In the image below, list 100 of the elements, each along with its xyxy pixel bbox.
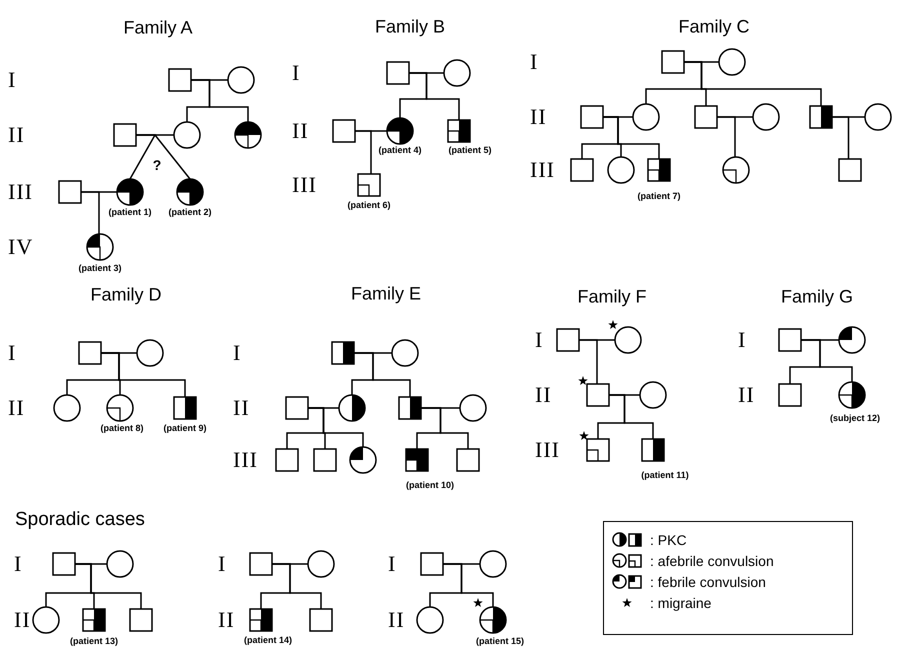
generation-numeral: II	[530, 104, 547, 130]
generation-numeral: I	[8, 340, 16, 366]
male-square	[168, 68, 192, 92]
patient-label: (patient 10)	[406, 480, 454, 490]
patient-label: (patient 9)	[164, 423, 206, 433]
female-circle	[459, 394, 487, 422]
male-square	[275, 448, 299, 472]
generation-numeral: II	[535, 382, 552, 408]
generation-numeral: III	[535, 437, 560, 463]
patient-label: (patient 5)	[448, 145, 492, 155]
pedigree-line	[409, 72, 460, 120]
male-square	[447, 119, 471, 143]
patient-label: (patient 15)	[476, 636, 524, 646]
pedigree-line	[81, 191, 100, 234]
generation-numeral: II	[388, 607, 405, 633]
female-circle	[116, 178, 144, 206]
male-square	[580, 105, 604, 129]
female-circle	[173, 121, 201, 149]
male-square	[332, 119, 356, 143]
patient-label: (patient 6)	[348, 200, 390, 210]
male-square	[694, 105, 718, 129]
pedigree-line	[579, 339, 598, 384]
female-circle	[176, 178, 204, 206]
male-square	[570, 158, 594, 182]
pedigree-line	[101, 352, 186, 397]
male-square	[357, 173, 381, 197]
pedigree-line	[443, 563, 494, 607]
pedigree-line	[717, 116, 736, 157]
female-circle	[234, 121, 262, 149]
pedigree-line	[609, 394, 654, 439]
generation-numeral: I	[218, 551, 226, 577]
family-heading: Family E	[351, 284, 421, 304]
female-circle	[227, 66, 255, 94]
female-circle	[307, 550, 335, 578]
generation-numeral: IV	[8, 234, 34, 260]
generation-numeral: II	[738, 382, 755, 408]
male-square	[386, 61, 410, 85]
patient-label: (patient 7)	[638, 191, 680, 201]
legend-text: : febrile convulsion	[650, 573, 766, 591]
patient-label: (patient 1)	[108, 207, 152, 217]
generation-numeral: II	[14, 607, 31, 633]
patient-label: (patient 11)	[641, 470, 689, 480]
female-circle	[86, 233, 114, 261]
generation-numeral: II	[292, 118, 309, 144]
pedigree-line	[421, 407, 469, 449]
patient-label: (patient 14)	[244, 635, 292, 645]
male-square	[129, 608, 153, 632]
family-heading: Family F	[578, 286, 646, 308]
male-square	[249, 608, 273, 632]
male-square	[778, 383, 802, 407]
pedigree-line	[603, 116, 660, 159]
generation-numeral: I	[530, 49, 538, 75]
female-circle	[416, 606, 444, 634]
male-square	[58, 180, 82, 204]
patient-label: (patient 3)	[78, 263, 122, 273]
female-circle	[32, 606, 60, 634]
male-square	[838, 158, 862, 182]
generation-numeral: I	[8, 67, 16, 93]
female-circle	[722, 156, 750, 184]
male-square	[405, 448, 429, 472]
female-circle	[53, 394, 81, 422]
female-circle	[718, 48, 746, 76]
male-square	[331, 341, 355, 365]
male-square	[82, 608, 106, 632]
female-circle	[349, 446, 377, 474]
male-square	[285, 396, 309, 420]
female-circle	[391, 339, 419, 367]
generation-numeral: I	[738, 327, 746, 353]
male-square	[113, 123, 137, 147]
patient-label: (patient 13)	[70, 636, 118, 646]
female-circle	[614, 326, 642, 354]
male-square	[586, 383, 610, 407]
male-square	[309, 608, 333, 632]
pedigree-line	[354, 352, 411, 397]
patient-label: (patient 4)	[378, 145, 422, 155]
generation-numeral: III	[233, 447, 258, 473]
female-circle	[479, 550, 507, 578]
male-square	[249, 552, 273, 576]
patient-label: (patient 8)	[100, 423, 144, 433]
generation-numeral: II	[8, 122, 25, 148]
pedigree-line	[129, 134, 156, 180]
male-square	[173, 396, 197, 420]
pedigree-line	[832, 116, 850, 159]
female-circle	[338, 394, 366, 422]
generation-numeral: I	[292, 60, 300, 86]
generation-numeral: III	[530, 157, 555, 183]
generation-numeral: II	[233, 395, 250, 421]
male-square	[641, 438, 665, 462]
legend-text: : migraine	[650, 594, 712, 612]
generation-numeral: III	[292, 172, 317, 198]
male-square	[52, 552, 76, 576]
legend-text: : PKC	[650, 531, 687, 549]
male-square	[809, 105, 833, 129]
female-circle	[639, 381, 667, 409]
female-circle	[838, 381, 866, 409]
family-heading: Family A	[124, 18, 192, 38]
female-circle	[443, 59, 471, 87]
male-square	[661, 50, 685, 74]
generation-numeral: I	[388, 551, 396, 577]
male-square	[78, 341, 102, 365]
